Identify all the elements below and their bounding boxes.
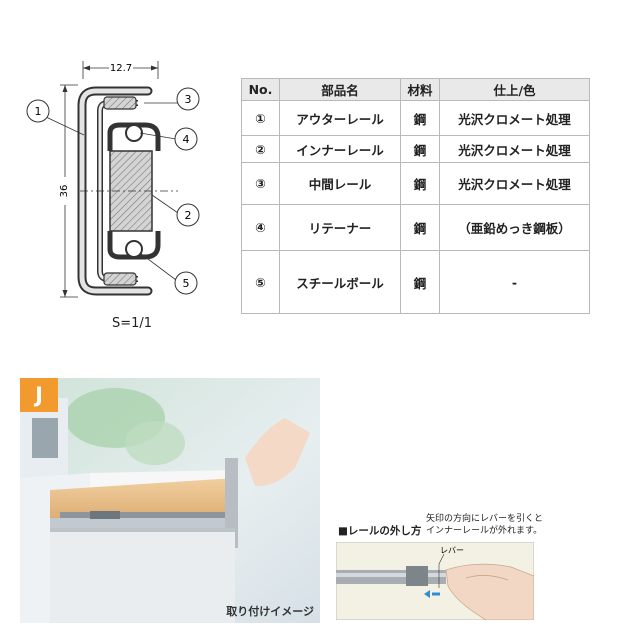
photo-caption: 取り付けイメージ	[226, 605, 314, 618]
row-no: ③	[241, 162, 280, 205]
header-part-name: 部品名	[279, 78, 401, 101]
callout-2: 2	[176, 203, 200, 227]
callout-4: 4	[174, 127, 198, 151]
row-material: 鋼	[400, 135, 440, 163]
upper-retainer-shape	[103, 96, 137, 110]
lever-label: レバー	[440, 546, 464, 555]
removal-note: 矢印の方向にレバーを引くと インナーレールが外れます。	[426, 513, 566, 537]
removal-note-line-1: 矢印の方向にレバーを引くと	[426, 514, 544, 524]
height-dimension: 36	[58, 84, 78, 298]
row-no: ⑤	[241, 250, 280, 314]
svg-text:4: 4	[183, 133, 190, 146]
row-finish: 光沢クロメート処理	[439, 135, 590, 163]
header-no: No.	[241, 78, 280, 101]
height-dimension-label: 36	[59, 185, 70, 198]
row-material: 鋼	[400, 204, 440, 251]
row-part-name: インナーレール	[279, 135, 401, 163]
row-finish: 光沢クロメート処理	[439, 162, 590, 205]
callout-5: 5	[174, 271, 198, 295]
table-row: ② インナーレール 鋼 光沢クロメート処理	[241, 135, 590, 163]
lower-retainer-shape	[103, 272, 137, 286]
callout-3: 3	[176, 87, 200, 111]
width-dimension: 12.7	[82, 61, 159, 79]
row-finish: 光沢クロメート処理	[439, 100, 590, 136]
table-row: ④ リテーナー 鋼 （亜鉛めっき鋼板）	[241, 204, 590, 251]
row-material: 鋼	[400, 250, 440, 314]
row-no: ④	[241, 204, 280, 251]
row-material: 鋼	[400, 162, 440, 205]
svg-text:1: 1	[35, 105, 42, 118]
row-part-name: アウターレール	[279, 100, 401, 136]
removal-illustration: レバー	[336, 542, 534, 620]
header-material: 材料	[400, 78, 440, 101]
callout-1: 1	[26, 99, 50, 123]
width-dimension-label: 12.7	[110, 63, 132, 74]
row-no: ②	[241, 135, 280, 163]
rail-cross-section-drawing: 12.7 36 1 3 4	[26, 61, 200, 298]
table-row: ① アウターレール 鋼 光沢クロメート処理	[241, 100, 590, 136]
svg-text:3: 3	[185, 93, 192, 106]
removal-note-line-2: インナーレールが外れます。	[426, 526, 543, 536]
steel-ball-upper	[125, 124, 143, 142]
steel-ball-lower	[125, 240, 143, 258]
table-row: ③ 中間レール 鋼 光沢クロメート処理	[241, 162, 590, 205]
section-badge: J	[20, 378, 58, 412]
table-row: ⑤ スチールボール 鋼 -	[241, 250, 590, 314]
row-finish: （亜鉛めっき鋼板）	[439, 204, 590, 251]
parts-table: No. 部品名 材料 仕上/色 ① アウターレール 鋼 光沢クロメート処理 ② …	[241, 78, 590, 314]
pull-direction-arrow	[424, 590, 440, 598]
header-finish: 仕上/色	[439, 78, 590, 101]
row-finish: -	[439, 250, 590, 314]
scale-label: S=1/1	[111, 316, 153, 331]
svg-text:2: 2	[185, 209, 192, 222]
row-part-name: リテーナー	[279, 204, 401, 251]
installation-illustration	[20, 378, 320, 623]
table-header-row: No. 部品名 材料 仕上/色	[241, 78, 590, 101]
svg-text:5: 5	[183, 277, 190, 290]
removal-title: ■レールの外し方	[338, 525, 422, 537]
installation-photo: J 取り付けイメージ	[20, 378, 320, 623]
row-part-name: 中間レール	[279, 162, 401, 205]
row-material: 鋼	[400, 100, 440, 136]
row-part-name: スチールボール	[279, 250, 401, 314]
row-no: ①	[241, 100, 280, 136]
